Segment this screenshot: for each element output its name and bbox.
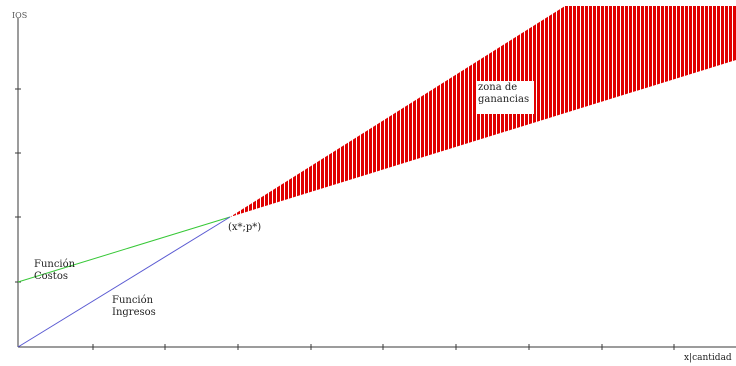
breakeven-point-label: (x*;p*) bbox=[228, 222, 262, 233]
profit-zone-label-line1: zona de bbox=[478, 82, 518, 93]
revenue-function-line bbox=[17, 216, 231, 348]
cost-function-line bbox=[17, 216, 231, 283]
profit-zone-label: zona de ganancias bbox=[476, 81, 534, 114]
cost-function-label-line1: Función bbox=[34, 259, 76, 270]
x-ticks bbox=[92, 344, 675, 350]
profit-zone-label-line2: ganancias bbox=[478, 94, 530, 105]
revenue-function-label: Función Ingresos bbox=[112, 295, 156, 319]
revenue-function-label-line2: Ingresos bbox=[112, 307, 156, 318]
x-axis-label: x|cantidad bbox=[684, 353, 732, 363]
y-axis-label: IOS bbox=[12, 11, 28, 20]
cost-function-label: Función Costos bbox=[34, 259, 75, 283]
revenue-function-label-line1: Función bbox=[112, 295, 154, 306]
cost-function-label-line2: Costos bbox=[34, 271, 68, 282]
